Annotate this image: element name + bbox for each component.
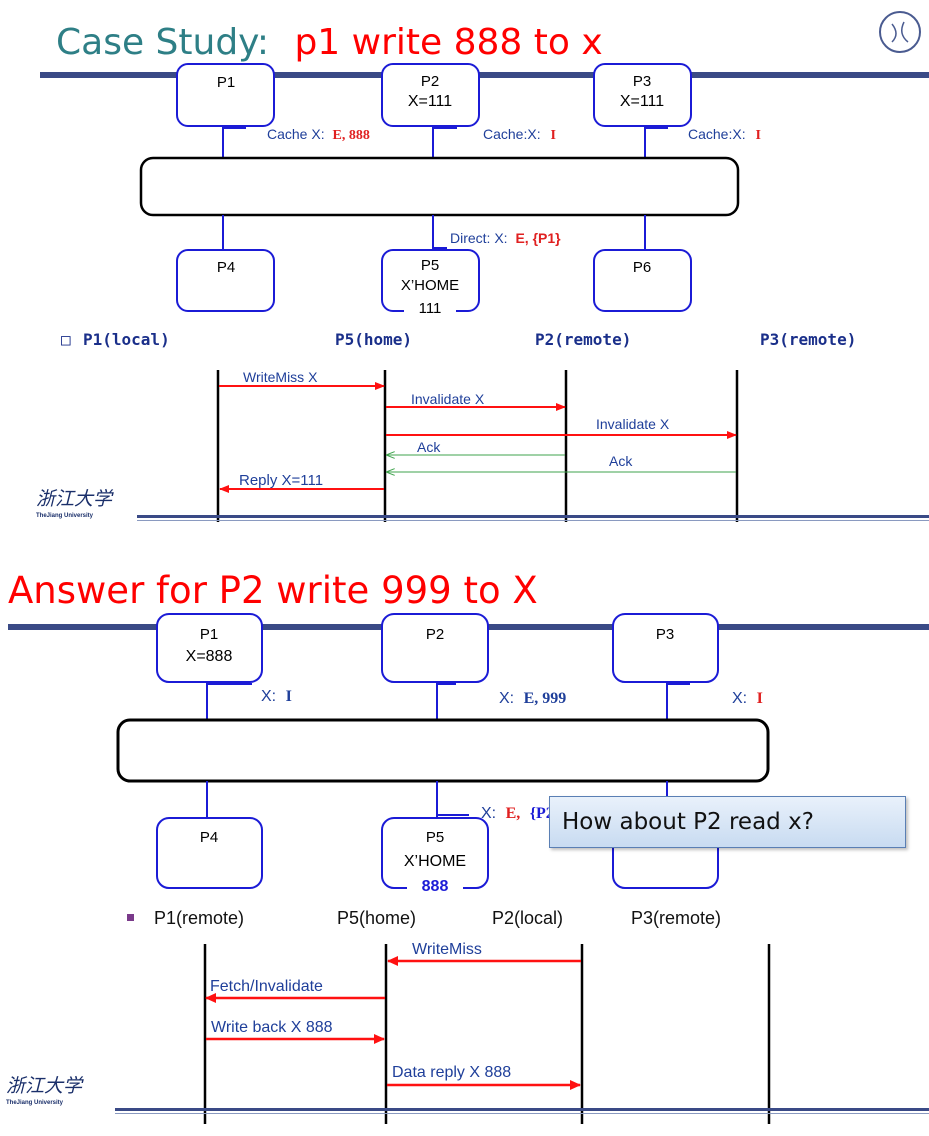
slide-case-study: Case Study: p1 write 888 to x P1 P2 X=11… [0, 0, 929, 536]
node2-p5-value: 888 [422, 878, 449, 895]
seal-detail [891, 21, 909, 43]
cache2-state-p2: X: E, 999 [499, 690, 566, 707]
node-p5-label: P5 [421, 257, 439, 274]
slide-answer: Answer for P2 write 999 to X P1 X=888 P2… [0, 553, 929, 1136]
cache2-state-p3: X: I [732, 690, 763, 707]
node-p3-value: X=111 [620, 93, 664, 110]
p5-link [432, 215, 447, 250]
msg-invalidate-p3-label: Invalidate X [596, 416, 670, 432]
node2-p5-home: X’HOME [404, 853, 466, 870]
node2-p4-label: P4 [200, 829, 218, 846]
node-p4-label: P4 [217, 259, 235, 276]
slide1-title-main: p1 write 888 to x [294, 22, 602, 63]
cache2-state-p1: X: I [261, 688, 292, 705]
cache-state-p2: Cache:X: I [483, 126, 556, 143]
p1-link-2 [206, 682, 252, 720]
column-p1: P1(local) [83, 330, 170, 349]
university-logo: 浙江大学 [36, 488, 114, 510]
column2-p1: P1(remote) [154, 908, 244, 928]
p3-link-2 [666, 682, 690, 720]
footer-divider [137, 515, 929, 518]
interconnect-network [139, 156, 740, 217]
university-logo-2: 浙江大学 [6, 1075, 84, 1097]
node2-p1-value: X=888 [186, 648, 233, 665]
bullet-icon: □ [61, 330, 71, 349]
node2-p1 [156, 613, 263, 683]
msg2-writemiss-label: WriteMiss [412, 941, 482, 958]
footer-divider-2 [115, 1108, 929, 1111]
university-seal-icon [879, 11, 921, 53]
question-callout-text: How about P2 read x? [562, 809, 814, 835]
footer-divider-thin-2 [115, 1113, 929, 1114]
column2-p2: P2(local) [492, 908, 563, 928]
node-p3-label: P3 [633, 73, 651, 90]
p2-link [432, 126, 457, 158]
node-p2-value: X=111 [408, 93, 452, 110]
node-p3 [593, 63, 692, 127]
msg2-fetch-invalidate-label: Fetch/Invalidate [210, 978, 323, 995]
node-p2-label: P2 [421, 73, 439, 90]
column-p5: P5(home) [335, 330, 412, 349]
node-p5-home: X’HOME [401, 277, 459, 294]
column-p2: P2(remote) [535, 330, 631, 349]
msg-ack-p2-label: Ack [417, 439, 441, 455]
footer-divider-thin [137, 520, 929, 521]
title-divider [40, 72, 929, 78]
slide1-canvas: Case Study: p1 write 888 to x P1 P2 X=11… [36, 11, 929, 522]
question-callout: How about P2 read x? [549, 796, 906, 848]
msg2-data-reply-label: Data reply X 888 [392, 1064, 511, 1081]
msg-reply-label: Reply X=111 [239, 472, 323, 489]
node-p4 [176, 249, 275, 312]
cache-state-p3: Cache:X: I [688, 126, 761, 143]
p3-link [644, 126, 668, 158]
node-p1-label: P1 [217, 74, 235, 91]
msg-ack-p3-label: Ack [609, 453, 633, 469]
university-logo-sub-2: TheJiang University [6, 1100, 64, 1106]
directory-state: Direct: X: E, {P1} [450, 230, 561, 246]
node-p1 [176, 63, 275, 127]
slide2-title: Answer for P2 write 999 to X [8, 569, 538, 612]
msg2-write-back-label: Write back X 888 [211, 1019, 333, 1036]
node2-p2-label: P2 [426, 626, 444, 643]
column-p3: P3(remote) [760, 330, 856, 349]
node2-p5-value-bg [407, 878, 463, 896]
node-p6 [593, 249, 692, 312]
university-logo-sub: TheJiang University [36, 513, 94, 519]
bullet-square-icon [127, 914, 134, 921]
column2-p3: P3(remote) [631, 908, 721, 928]
interconnect-network-2 [116, 718, 770, 783]
p5-link-2 [436, 781, 469, 818]
msg-invalidate-p2-label: Invalidate X [411, 391, 485, 407]
node2-p3-label: P3 [656, 626, 674, 643]
node2-p4 [156, 817, 263, 889]
node-p2 [381, 63, 480, 127]
node-p6-label: P6 [633, 259, 651, 276]
cache-state-p1: Cache X: E, 888 [267, 126, 370, 143]
node2-p2 [381, 613, 489, 683]
slide2-canvas: Answer for P2 write 999 to X P1 X=888 P2… [6, 569, 929, 1124]
p1-link [222, 126, 246, 158]
slide1-title-prefix: Case Study: [56, 22, 269, 63]
node-p5-value-bg [404, 300, 456, 316]
node2-p5-label: P5 [426, 829, 444, 846]
msg-writemiss-label: WriteMiss X [243, 369, 318, 385]
column2-p5: P5(home) [337, 908, 416, 928]
node2-p1-label: P1 [200, 626, 218, 643]
node2-p3 [612, 613, 719, 683]
slide1-title: Case Study: p1 write 888 to x [56, 22, 603, 63]
node-p5-value: 111 [419, 300, 442, 317]
p2-link-2 [436, 682, 456, 720]
